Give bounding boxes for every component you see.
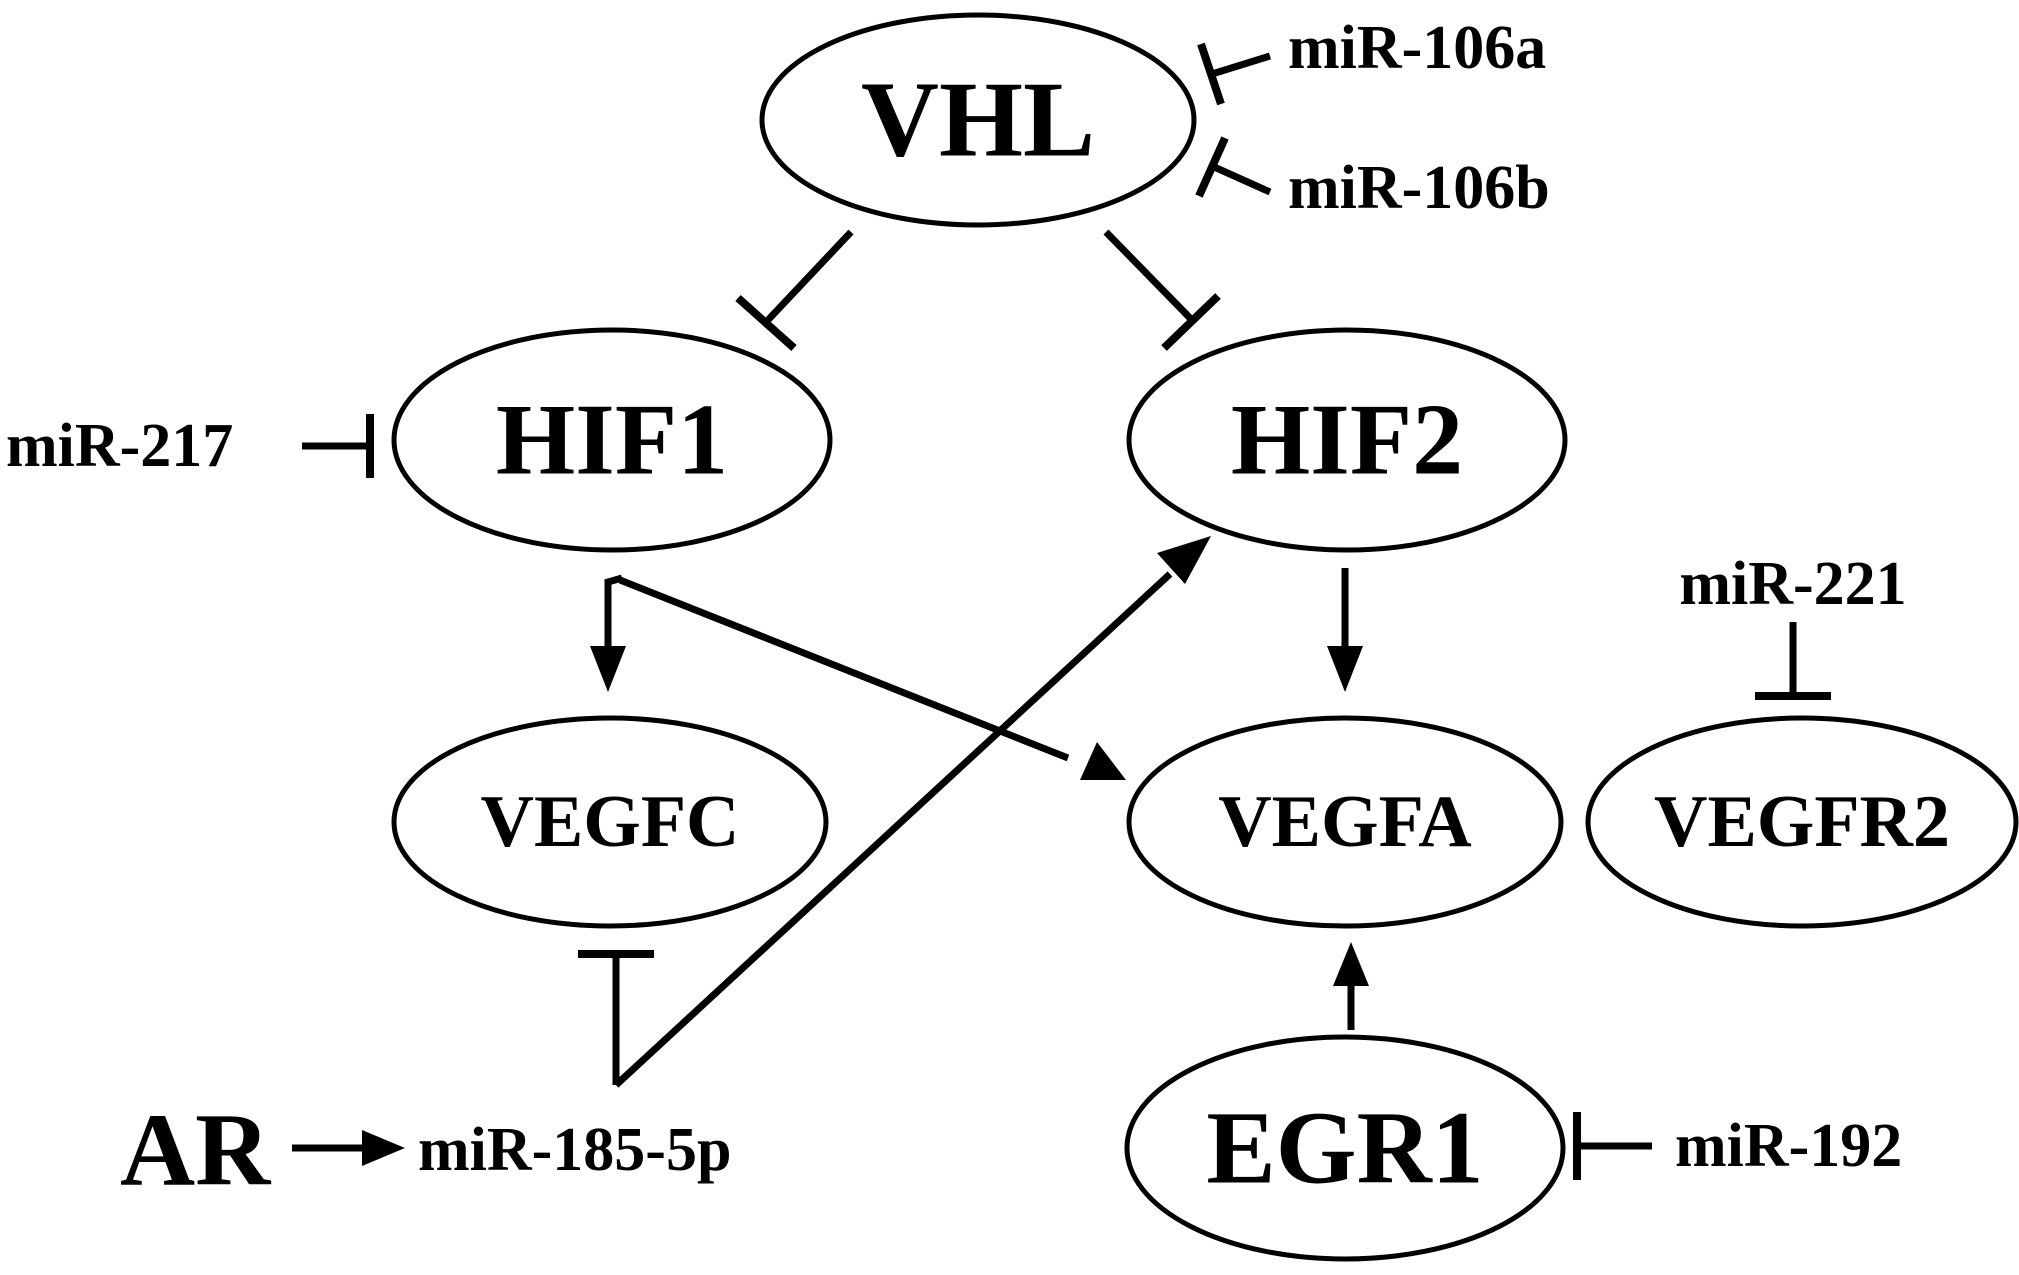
node-vegfa-label: VEGFA	[1218, 781, 1472, 863]
edge-mir185-inhibits-vegfc	[578, 950, 654, 1085]
label-mir-192: miR-192	[1675, 1112, 1902, 1180]
node-hif2: HIF2	[1126, 327, 1568, 553]
label-ar: AR	[120, 1093, 272, 1208]
label-mir-221: miR-221	[1679, 550, 1906, 618]
edge-hif1-activates-vegfc	[590, 574, 626, 692]
node-hif2-label: HIF2	[1231, 384, 1463, 497]
node-vegfr2: VEGFR2	[1585, 715, 2019, 929]
edge-hif2-activates-vegfa	[1327, 568, 1363, 692]
node-vhl: VHL	[759, 12, 1197, 228]
edge-mir217-inhibits-hif1	[302, 414, 374, 478]
label-mir-185-5p: miR-185-5p	[418, 1116, 731, 1184]
node-vegfc: VEGFC	[391, 715, 829, 929]
label-mir-217: miR-217	[6, 412, 233, 480]
node-hif1-label: HIF1	[496, 384, 728, 497]
edge-mir106b-inhibits-vhl	[1195, 136, 1272, 198]
edge-egr1-activates-vegfa	[1333, 942, 1369, 1030]
node-vhl-label: VHL	[861, 61, 1095, 180]
node-vegfa: VEGFA	[1126, 715, 1564, 929]
edge-ar-activates-mir185	[292, 1130, 405, 1166]
node-egr1: EGR1	[1124, 1034, 1566, 1262]
edge-vhl-inhibits-hif1	[735, 229, 854, 351]
edge-mir185-activates-hif2	[613, 536, 1211, 1088]
edge-vhl-inhibits-hif2	[1103, 229, 1221, 351]
node-egr1-label: EGR1	[1206, 1091, 1483, 1206]
edge-mir221-inhibits-vegfr2	[1755, 622, 1831, 700]
label-mir-106b: miR-106b	[1288, 154, 1550, 222]
edge-mir106a-inhibits-vhl	[1197, 42, 1272, 106]
edge-mir192-inhibits-egr1	[1573, 1112, 1652, 1180]
edge-hif1-activates-vegfa	[618, 576, 1126, 780]
node-vegfc-label: VEGFC	[481, 781, 740, 863]
node-hif1: HIF1	[391, 327, 833, 553]
node-vegfr2-label: VEGFR2	[1654, 781, 1950, 863]
label-mir-106a: miR-106a	[1288, 14, 1546, 82]
